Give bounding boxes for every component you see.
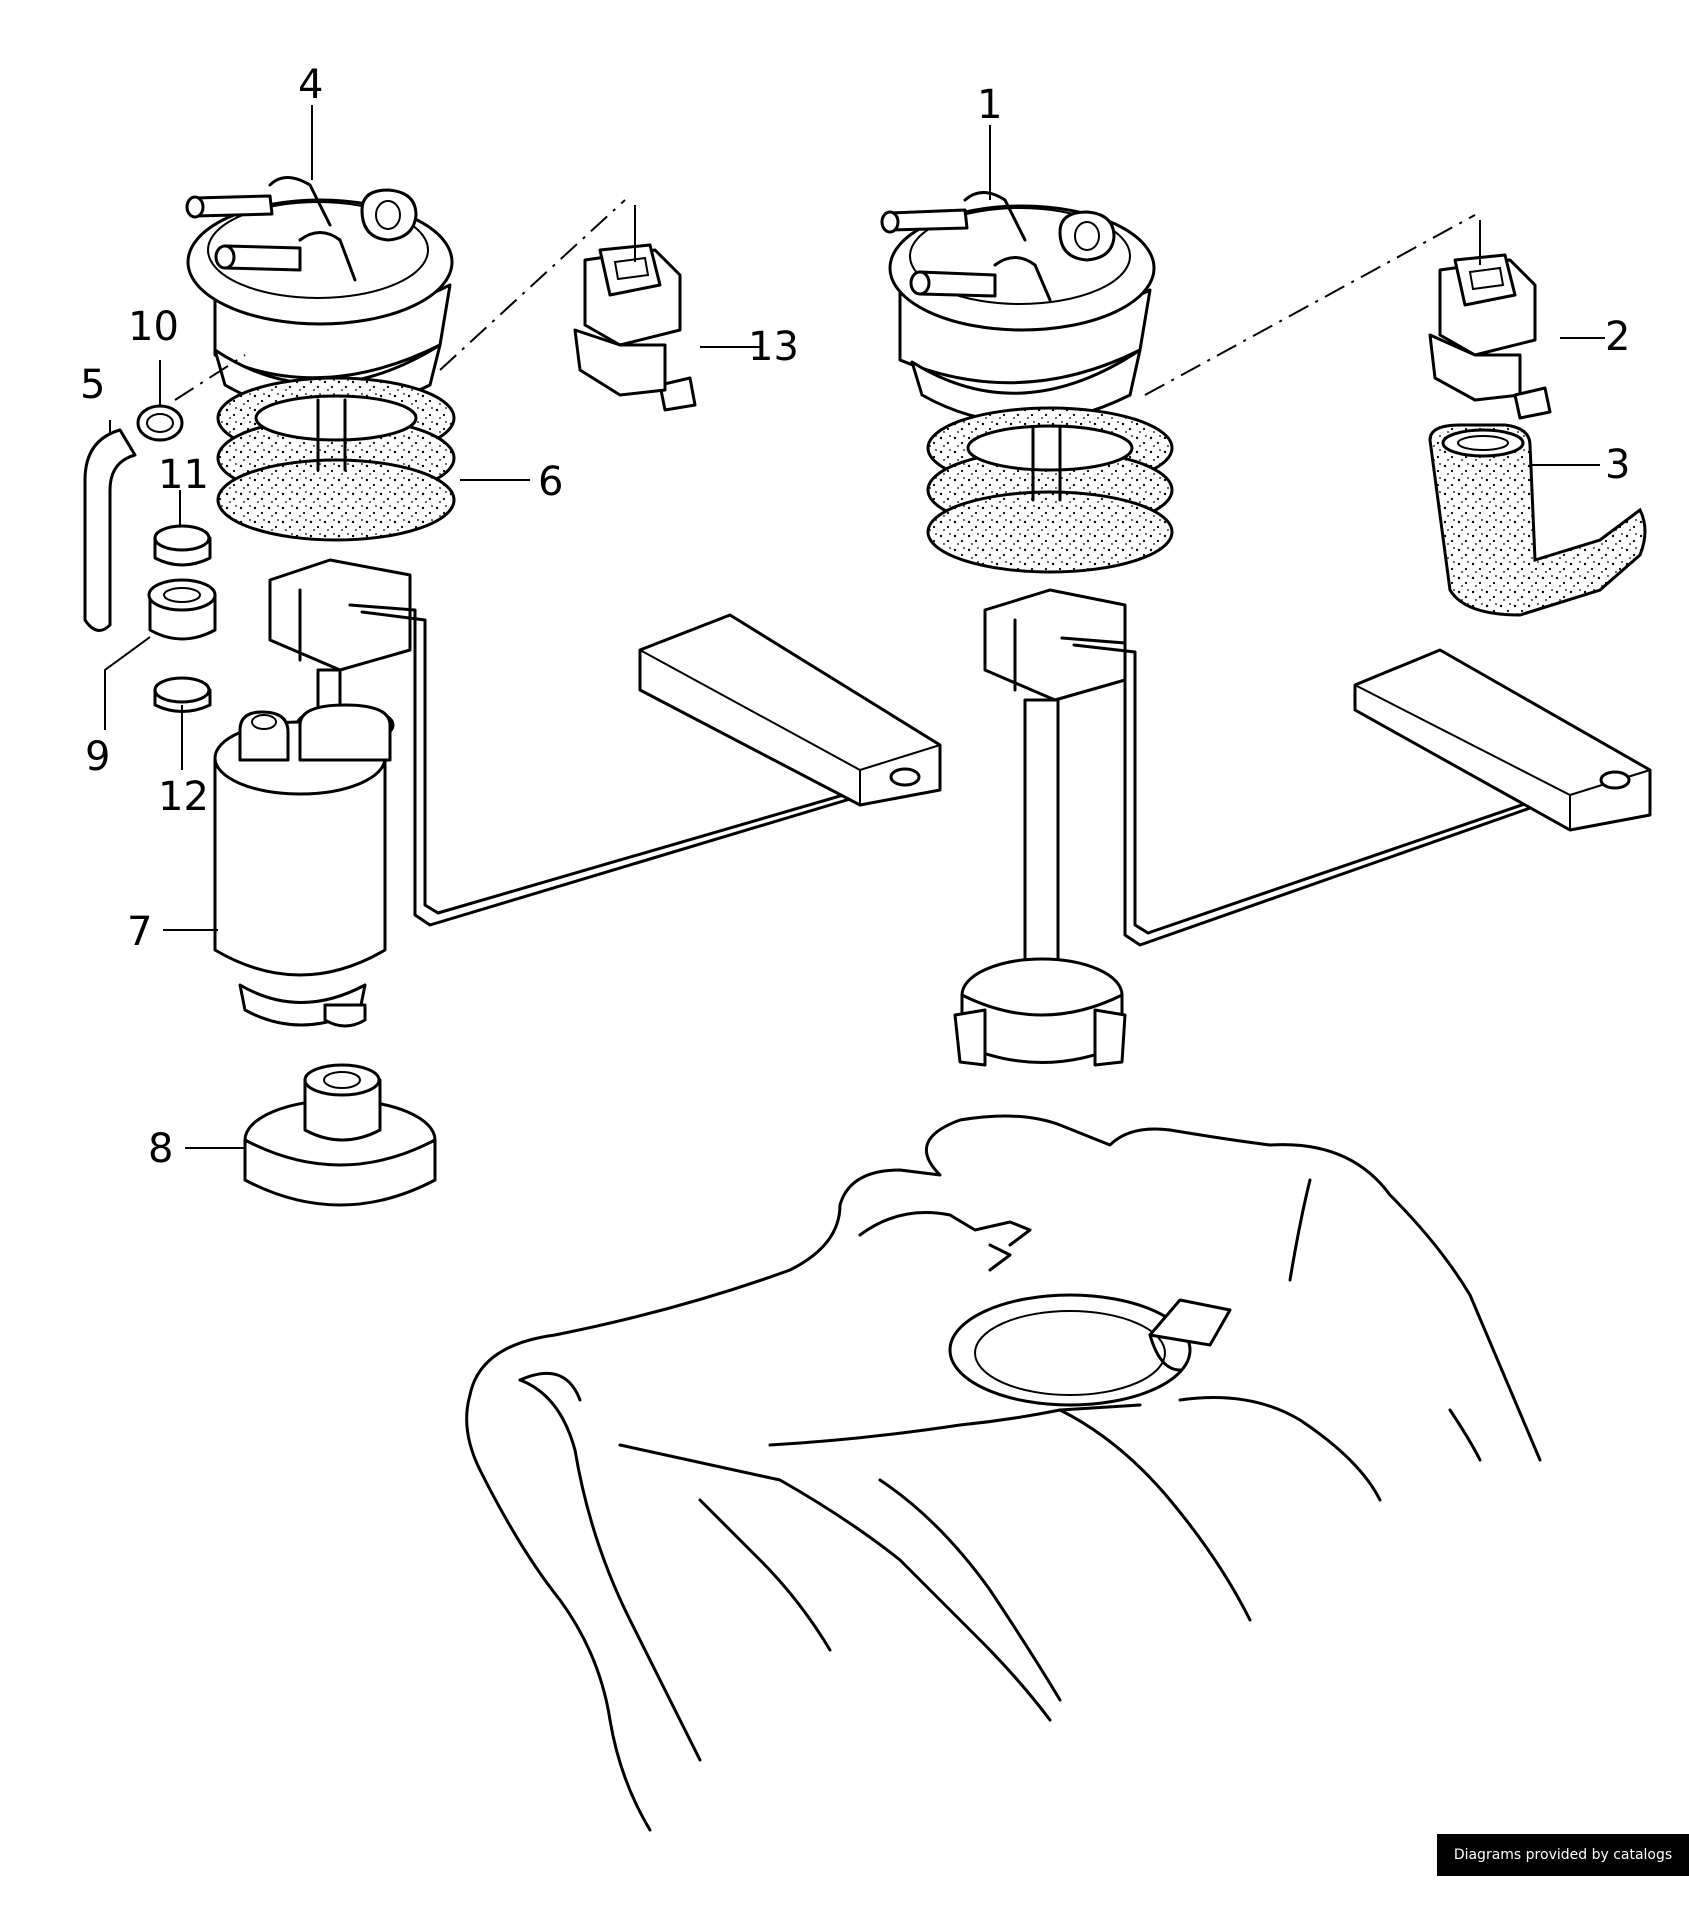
callout-leaders [104, 105, 1605, 1149]
callout-8[interactable]: 8 [148, 1126, 173, 1172]
callout-11[interactable]: 11 [158, 452, 209, 498]
alignment-line-right-a [1144, 214, 1476, 396]
connector-part-13 [573, 243, 697, 412]
strainer-part-8 [243, 1063, 437, 1207]
callout-12[interactable]: 12 [158, 774, 209, 820]
callout-2[interactable]: 2 [1605, 314, 1630, 360]
callout-3[interactable]: 3 [1605, 442, 1630, 488]
clamp-part-10 [136, 404, 184, 442]
fuel-pump-exploded-diagram: 1 2 3 4 5 6 7 8 9 10 11 12 13 [80, 62, 1652, 1832]
sleeve-part-9 [147, 578, 217, 641]
float-seal-rings-right [926, 406, 1174, 574]
callout-labels: 1 2 3 4 5 6 7 8 9 10 11 12 13 [80, 62, 1630, 1172]
alignment-line-left-a [174, 354, 246, 401]
callout-4[interactable]: 4 [298, 62, 323, 108]
callout-13[interactable]: 13 [748, 324, 799, 370]
watermark-credit: Diagrams provided by catalogs parts [1437, 1834, 1689, 1905]
callout-9[interactable]: 9 [85, 734, 110, 780]
clamp-part-12 [153, 676, 212, 713]
callout-6[interactable]: 6 [538, 459, 563, 505]
callout-7[interactable]: 7 [127, 909, 152, 955]
clamp-part-11 [153, 524, 212, 567]
hose-part-5 [83, 428, 137, 632]
fuel-line-bracket-right [953, 588, 1652, 1067]
callout-10[interactable]: 10 [128, 304, 179, 350]
alignment-line-left-b [439, 199, 626, 371]
grommet-part-3 [1428, 423, 1647, 617]
fuel-tank [465, 1114, 1542, 1832]
sender-unit-right [880, 191, 1156, 424]
fuel-line-bracket-left [268, 558, 942, 927]
callout-5[interactable]: 5 [80, 362, 105, 408]
callout-1[interactable]: 1 [977, 82, 1002, 128]
float-seal-rings-left [216, 376, 456, 542]
fuel-pump-part-7 [213, 703, 395, 1028]
connector-part-2 [1428, 253, 1552, 420]
